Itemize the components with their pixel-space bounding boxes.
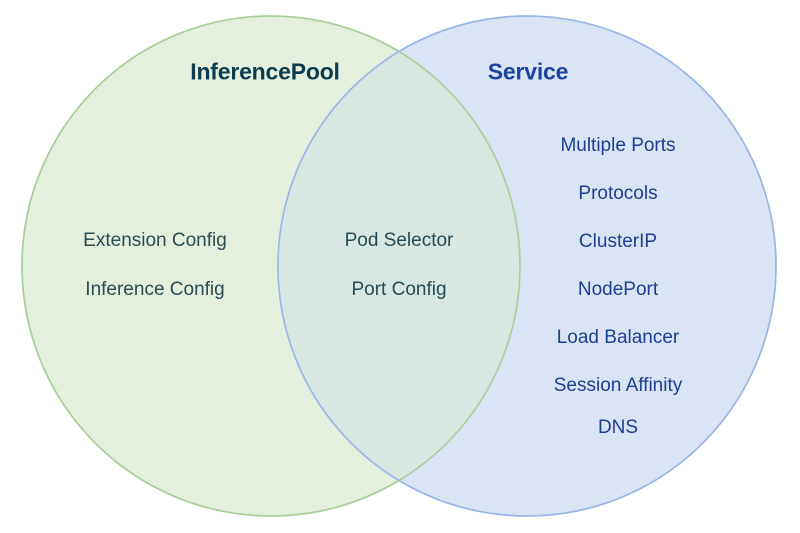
intersection-item-port-config: Port Config [351,279,447,300]
intersection-region[interactable] [278,16,776,516]
right-set-item-session-affinity: Session Affinity [553,375,683,396]
right-set-item-load-balancer: Load Balancer [556,327,680,348]
intersection-item-pod-selector: Pod Selector [344,230,454,251]
left-set-item-inference-config: Inference Config [85,279,225,300]
right-set-item-dns: DNS [597,417,639,438]
right-set-item-protocols: Protocols [578,183,658,204]
right-set-title: Service [487,58,569,85]
right-set-circle-outline [277,15,777,517]
left-set-circle-outline [21,15,521,517]
right-set-item-multiple-ports: Multiple Ports [560,135,676,156]
intersection-shape [278,16,520,516]
left-set-item-extension-config: Extension Config [83,230,227,251]
left-set-title: InferencePool [190,58,340,85]
right-set-item-clusterip: ClusterIP [578,231,658,252]
right-set-item-nodeport: NodePort [577,279,659,300]
